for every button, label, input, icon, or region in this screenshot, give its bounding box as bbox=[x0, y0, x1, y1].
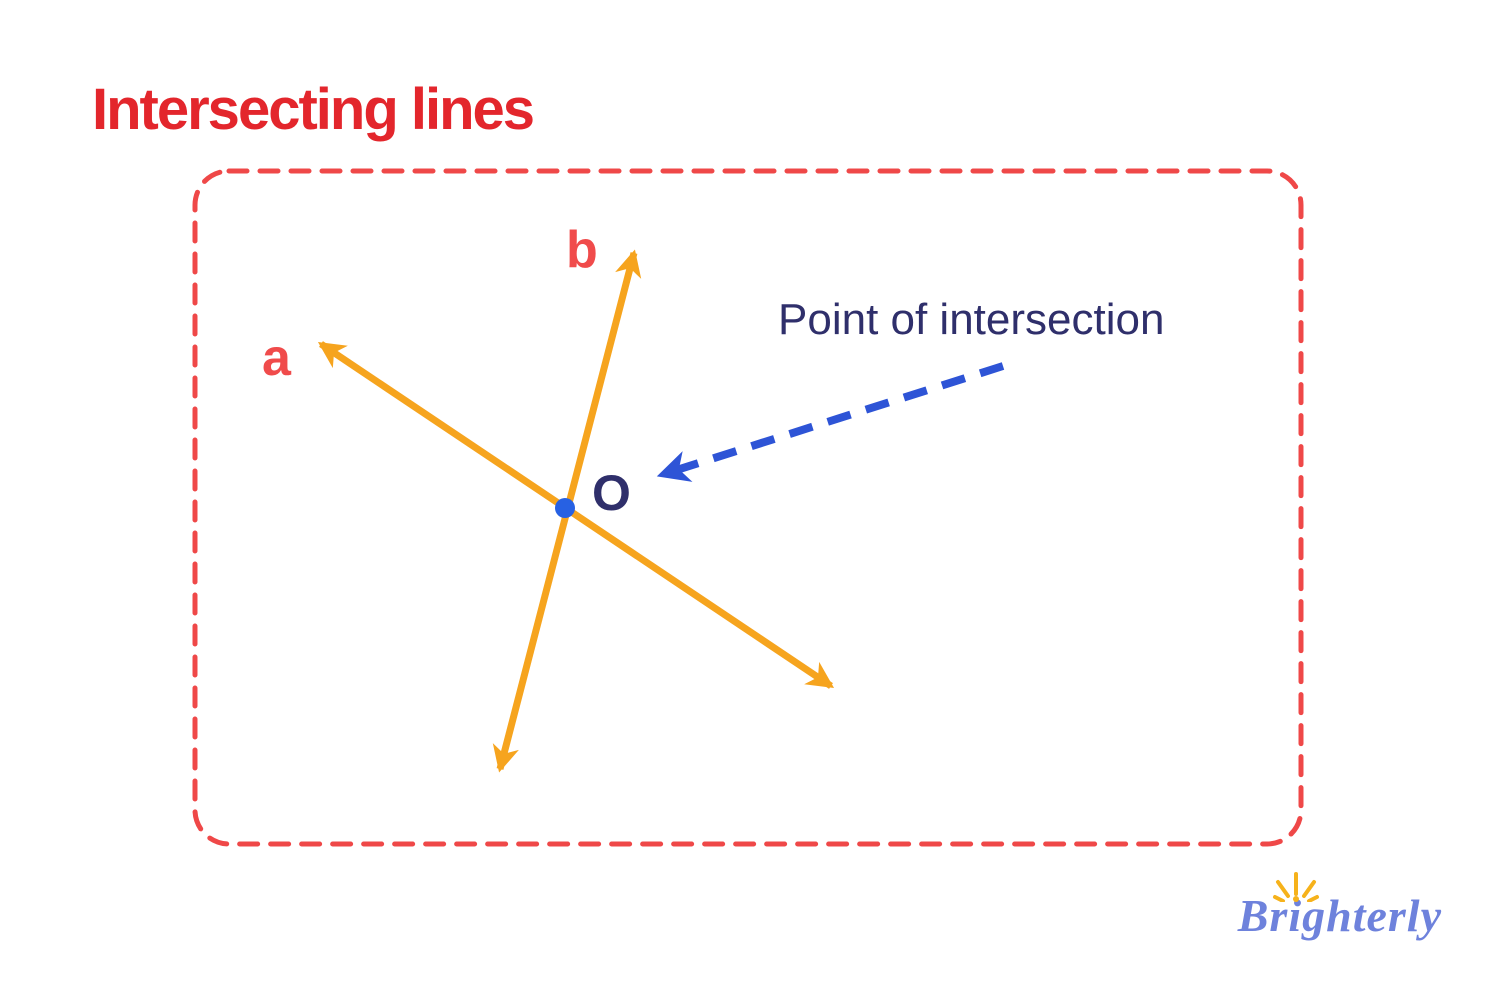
diagram-frame bbox=[192, 168, 1304, 847]
annotation-text: Point of intersection bbox=[778, 295, 1165, 344]
pointer-arrow-icon bbox=[656, 362, 1005, 482]
page-title: Intersecting lines bbox=[92, 77, 535, 142]
line-b-label: b bbox=[566, 221, 598, 279]
brighterly-logo: Brighterly bbox=[1237, 872, 1442, 964]
intersection-point bbox=[555, 498, 575, 518]
line-a bbox=[317, 341, 835, 689]
logo-text: Brighterly bbox=[1237, 890, 1442, 941]
line-a-label: a bbox=[262, 329, 291, 387]
intersection-point-label: O bbox=[592, 465, 631, 521]
sun-icon bbox=[1272, 872, 1319, 902]
